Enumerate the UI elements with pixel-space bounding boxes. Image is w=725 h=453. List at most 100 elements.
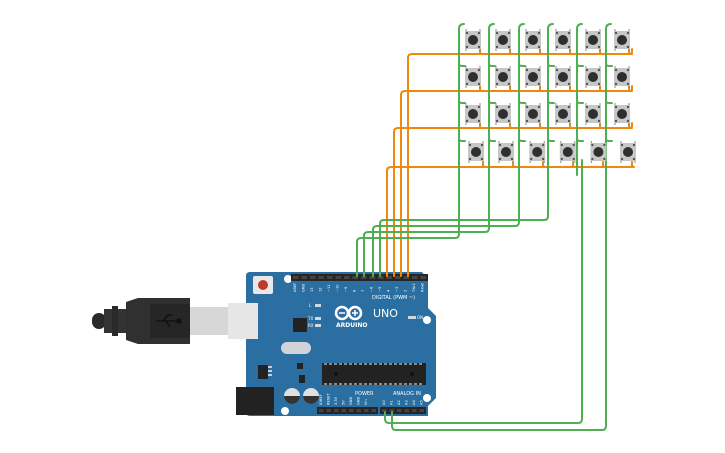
button-cap[interactable] xyxy=(617,72,627,82)
orange-wire[interactable] xyxy=(407,53,633,277)
header-pin[interactable] xyxy=(334,409,339,412)
header-pin[interactable] xyxy=(310,276,316,279)
header-pin[interactable] xyxy=(386,276,393,279)
green-wire[interactable] xyxy=(363,174,490,277)
green-wire[interactable] xyxy=(605,100,613,104)
button-cap[interactable] xyxy=(528,72,538,82)
button-cap[interactable] xyxy=(588,35,598,45)
green-wire[interactable] xyxy=(576,23,583,176)
pushbutton[interactable] xyxy=(495,29,511,51)
orange-wire[interactable] xyxy=(393,127,633,277)
header-pin[interactable] xyxy=(395,276,401,279)
header-pin[interactable] xyxy=(335,276,342,279)
green-wire[interactable] xyxy=(458,63,466,67)
pushbutton[interactable] xyxy=(525,103,541,125)
orange-wire[interactable] xyxy=(479,85,483,92)
green-wire[interactable] xyxy=(518,23,525,176)
pushbutton[interactable] xyxy=(614,66,630,88)
header-pin[interactable] xyxy=(293,276,299,279)
header-pin[interactable] xyxy=(419,409,425,412)
pushbutton[interactable] xyxy=(465,29,481,51)
header-pin[interactable] xyxy=(301,276,308,279)
pushbutton[interactable] xyxy=(614,29,630,51)
green-wire[interactable] xyxy=(547,63,555,67)
orange-wire[interactable] xyxy=(400,90,633,277)
green-wire[interactable] xyxy=(576,100,584,104)
pushbutton[interactable] xyxy=(590,141,607,163)
green-wire[interactable] xyxy=(488,138,496,142)
green-wire[interactable] xyxy=(547,138,555,142)
button-cap[interactable] xyxy=(593,147,604,157)
header-pin[interactable] xyxy=(378,276,384,279)
header-pin[interactable] xyxy=(361,276,367,279)
header-pin[interactable] xyxy=(319,409,324,412)
orange-wire[interactable] xyxy=(572,161,576,168)
green-wire[interactable] xyxy=(488,63,496,67)
orange-wire[interactable] xyxy=(629,48,633,55)
header-pin[interactable] xyxy=(420,276,427,279)
orange-wire[interactable] xyxy=(479,122,483,129)
header-pin[interactable] xyxy=(318,276,325,279)
button-cap[interactable] xyxy=(588,72,598,82)
orange-wire[interactable] xyxy=(512,161,516,168)
green-wire[interactable] xyxy=(605,63,613,67)
green-wire[interactable] xyxy=(458,23,465,176)
orange-wire[interactable] xyxy=(602,161,606,168)
button-cap[interactable] xyxy=(558,72,568,82)
reset-button[interactable] xyxy=(253,276,273,294)
pushbutton[interactable] xyxy=(555,29,571,51)
orange-wire[interactable] xyxy=(629,122,633,129)
pushbutton[interactable] xyxy=(495,103,511,125)
orange-wire[interactable] xyxy=(629,85,633,92)
orange-wire[interactable] xyxy=(569,122,573,129)
header-pin[interactable] xyxy=(356,409,362,412)
header-pin[interactable] xyxy=(389,409,395,412)
header-pin[interactable] xyxy=(344,276,350,279)
orange-wire[interactable] xyxy=(386,166,633,277)
pushbutton[interactable] xyxy=(529,141,546,163)
orange-wire[interactable] xyxy=(539,48,543,55)
orange-wire[interactable] xyxy=(479,48,483,55)
button-cap[interactable] xyxy=(501,147,511,157)
header-pin[interactable] xyxy=(397,409,402,412)
orange-wire[interactable] xyxy=(599,48,603,55)
green-wire[interactable] xyxy=(605,23,612,176)
button-cap[interactable] xyxy=(528,35,538,45)
button-cap[interactable] xyxy=(558,109,568,119)
header-pin[interactable] xyxy=(327,276,333,279)
green-wire[interactable] xyxy=(458,138,466,142)
button-cap[interactable] xyxy=(562,147,573,157)
header-pin[interactable] xyxy=(412,409,417,412)
green-wire[interactable] xyxy=(372,174,520,277)
green-wire[interactable] xyxy=(488,23,495,176)
header-pin[interactable] xyxy=(382,409,387,412)
button-cap[interactable] xyxy=(498,35,508,45)
pushbutton[interactable] xyxy=(585,103,601,125)
orange-wire[interactable] xyxy=(539,85,543,92)
header-pin[interactable] xyxy=(352,276,359,279)
pushbutton[interactable] xyxy=(555,66,571,88)
pushbutton[interactable] xyxy=(525,29,541,51)
green-wire[interactable] xyxy=(458,100,466,104)
orange-wire[interactable] xyxy=(569,48,573,55)
green-wire[interactable] xyxy=(605,138,613,142)
pushbutton[interactable] xyxy=(498,141,514,163)
header-pin[interactable] xyxy=(371,409,377,412)
button-cap[interactable] xyxy=(558,35,568,45)
pushbutton[interactable] xyxy=(620,141,636,163)
green-wire[interactable] xyxy=(356,174,460,277)
button-cap[interactable] xyxy=(588,109,598,119)
orange-wire[interactable] xyxy=(509,122,513,129)
button-cap[interactable] xyxy=(617,109,627,119)
orange-wire[interactable] xyxy=(599,85,603,92)
orange-wire[interactable] xyxy=(599,122,603,129)
button-cap[interactable] xyxy=(468,72,478,82)
orange-wire[interactable] xyxy=(482,161,486,168)
green-wire[interactable] xyxy=(547,100,555,104)
green-wire[interactable] xyxy=(384,159,583,424)
button-cap[interactable] xyxy=(471,147,481,157)
orange-wire[interactable] xyxy=(569,85,573,92)
orange-wire[interactable] xyxy=(542,161,546,168)
green-wire[interactable] xyxy=(518,100,526,104)
